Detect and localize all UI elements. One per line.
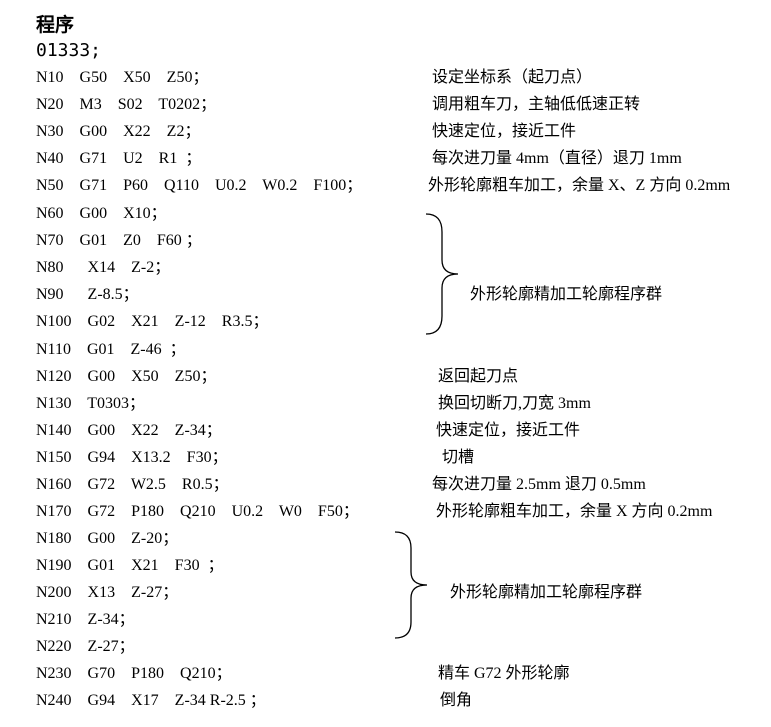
code-line-n220: N220 Z-27； (36, 638, 135, 655)
code-line-n240: N240 G94 X17 Z-34 R-2.5 ； (36, 692, 266, 709)
program-number: 01333; (36, 40, 102, 61)
comment-n170: 外形轮廓粗车加工，余量 X 方向 0.2mm (436, 503, 713, 520)
code-line-n200: N200 X13 Z-27； (36, 584, 179, 601)
section-heading: 程序 (36, 14, 75, 36)
code-line-n40: N40 G71 U2 R1 ； (36, 150, 202, 167)
comment-n10: 设定坐标系（起刀点） (432, 69, 593, 86)
code-line-n100: N100 G02 X21 Z-12 R3.5； (36, 313, 269, 330)
comment-n130: 换回切断刀,刀宽 3mm (438, 395, 591, 412)
code-line-n210: N210 Z-34； (36, 611, 135, 628)
code-line-n230: N230 G70 P180 Q210； (36, 665, 232, 682)
code-line-n150: N150 G94 X13.2 F30； (36, 449, 228, 466)
right-brace-2 (394, 531, 428, 639)
code-line-n190: N190 G01 X21 F30 ； (36, 557, 224, 574)
code-line-n60: N60 G00 X10； (36, 205, 167, 222)
comment-n40: 每次进刀量 4mm（直径）退刀 1mm (432, 150, 682, 167)
comment-n240: 倒角 (440, 692, 473, 709)
code-line-n130: N130 T0303； (36, 395, 146, 412)
comment-n160: 每次进刀量 2.5mm 退刀 0.5mm (432, 476, 646, 493)
comment-n150: 切槽 (442, 449, 475, 466)
code-line-n70: N70 G01 Z0 F60 ； (36, 232, 202, 249)
code-line-n110: N110 G01 Z-46 ； (36, 341, 186, 358)
code-line-n160: N160 G72 W2.5 R0.5； (36, 476, 229, 493)
right-brace-1 (425, 213, 459, 335)
code-line-n140: N140 G00 X22 Z-34； (36, 422, 222, 439)
code-line-n20: N20 M3 S02 T0202； (36, 96, 217, 113)
code-line-n30: N30 G00 X22 Z2； (36, 123, 201, 140)
code-line-n10: N10 G50 X50 Z50； (36, 69, 209, 86)
comment-n30: 快速定位，接近工件 (432, 123, 577, 140)
comment-n50: 外形轮廓粗车加工，余量 X、Z 方向 0.2mm (428, 177, 731, 194)
code-line-n170: N170 G72 P180 Q210 U0.2 W0 F50； (36, 503, 359, 520)
comment-n140: 快速定位，接近工件 (436, 422, 581, 439)
code-line-n180: N180 G00 Z-20； (36, 530, 179, 547)
comment-n120: 返回起刀点 (438, 368, 519, 385)
code-line-n80: N80 X14 Z-2； (36, 259, 171, 276)
comment-n20: 调用粗车刀，主轴低低速正转 (432, 96, 641, 113)
comment-finish-group-1: 外形轮廓精加工轮廓程序群 (470, 286, 663, 303)
code-line-n90: N90 Z-8.5； (36, 286, 139, 303)
code-line-n50: N50 G71 P60 Q110 U0.2 W0.2 F100； (36, 177, 363, 194)
comment-finish-group-2: 外形轮廓精加工轮廓程序群 (450, 584, 643, 601)
code-line-n120: N120 G00 X50 Z50； (36, 368, 217, 385)
comment-n230: 精车 G72 外形轮廓 (438, 665, 570, 682)
